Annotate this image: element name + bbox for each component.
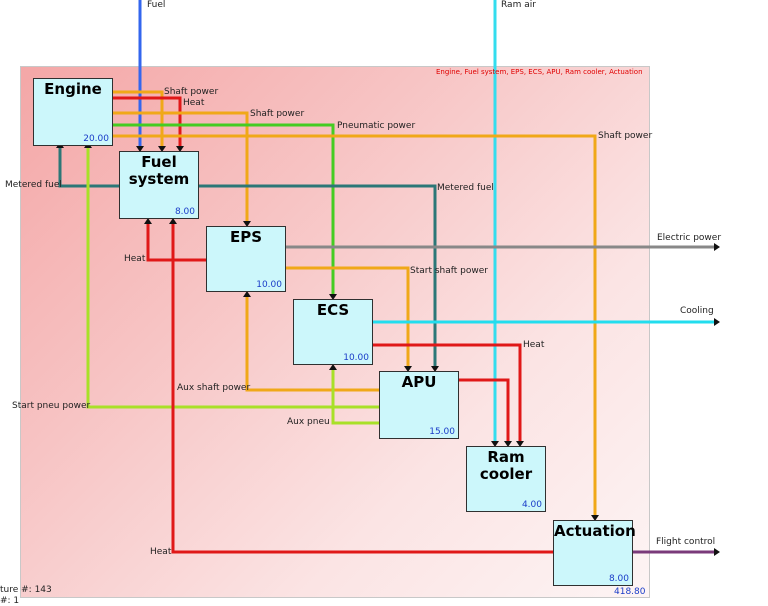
heat-engine-fuel-line <box>113 96 182 148</box>
shaft-power-label-1: Shaft power <box>164 87 219 97</box>
ecs-value: 10.00 <box>343 353 369 363</box>
footer-line-2: #: 1 <box>0 596 20 606</box>
fuel-system-value: 8.00 <box>174 207 195 217</box>
heat-label-1: Heat <box>183 98 205 108</box>
apu-block[interactable]: APU 15.00 <box>379 371 459 439</box>
metered-fuel-label-right: Metered fuel <box>437 183 494 193</box>
shaft-power-actuation-line <box>113 134 597 517</box>
heat-apu-label: Heat <box>523 340 545 350</box>
engine-label: Engine <box>44 80 102 98</box>
ram-cooler-block[interactable]: Ram cooler 4.00 <box>466 446 546 512</box>
heat-actuation-line <box>171 222 553 554</box>
eps-value: 10.00 <box>256 280 282 290</box>
metered-fuel-label-left: Metered fuel <box>5 180 62 190</box>
engine-block[interactable]: Engine 20.00 <box>33 78 113 146</box>
shaft-power-fuel-line <box>113 90 164 148</box>
cooling-label: Cooling <box>680 306 714 316</box>
ram-cooler-value: 4.00 <box>521 500 542 510</box>
aux-pneu-line <box>331 368 379 425</box>
shaft-power-label-2: Shaft power <box>250 109 305 119</box>
ecs-label: ECS <box>316 301 350 319</box>
metered-fuel-line <box>58 146 437 368</box>
fuel-system-block[interactable]: Fuel system 8.00 <box>119 151 199 219</box>
ram-cooler-label: Ram cooler <box>479 448 533 483</box>
actuation-label: Actuation <box>554 522 636 540</box>
start-shaft-power-label: Start shaft power <box>410 266 488 276</box>
start-pneu-power-label: Start pneu power <box>12 401 91 411</box>
start-shaft-power-line <box>286 266 410 368</box>
total-value: 418.80 <box>614 587 646 597</box>
pneumatic-power-line <box>113 123 335 296</box>
engine-value: 20.00 <box>83 134 109 144</box>
start-pneu-power-line <box>86 146 379 409</box>
footer-line-1: ture #: 143 <box>0 585 52 595</box>
heat-eps-label: Heat <box>124 254 146 264</box>
electric-power-label: Electric power <box>657 233 722 243</box>
actuation-value: 8.00 <box>608 574 629 584</box>
eps-label: EPS <box>229 228 263 246</box>
flight-control-label: Flight control <box>656 537 716 547</box>
heat-actuation-label: Heat <box>150 547 172 557</box>
apu-label: APU <box>401 373 437 391</box>
actuation-block[interactable]: Actuation 8.00 <box>553 520 636 586</box>
diagram-title-annotation: Engine, Fuel system, EPS, ECS, APU, Ram … <box>436 68 643 76</box>
fuel-label: Fuel <box>147 0 166 10</box>
shaft-power-label-3: Shaft power <box>598 131 653 141</box>
eps-block[interactable]: EPS 10.00 <box>206 226 286 292</box>
aux-shaft-power-line <box>245 295 379 392</box>
aux-pneu-label: Aux pneu <box>287 417 330 427</box>
pneumatic-power-label: Pneumatic power <box>337 121 416 131</box>
apu-value: 15.00 <box>429 427 455 437</box>
ecs-block[interactable]: ECS 10.00 <box>293 299 373 365</box>
aux-shaft-power-label: Aux shaft power <box>177 383 251 393</box>
fuel-system-label: Fuel system <box>128 153 190 188</box>
heat-apu-line <box>459 378 510 443</box>
heat-eps-line <box>146 222 206 262</box>
ram-air-label: Ram air <box>501 0 536 10</box>
heat-ecs-line <box>373 343 522 443</box>
